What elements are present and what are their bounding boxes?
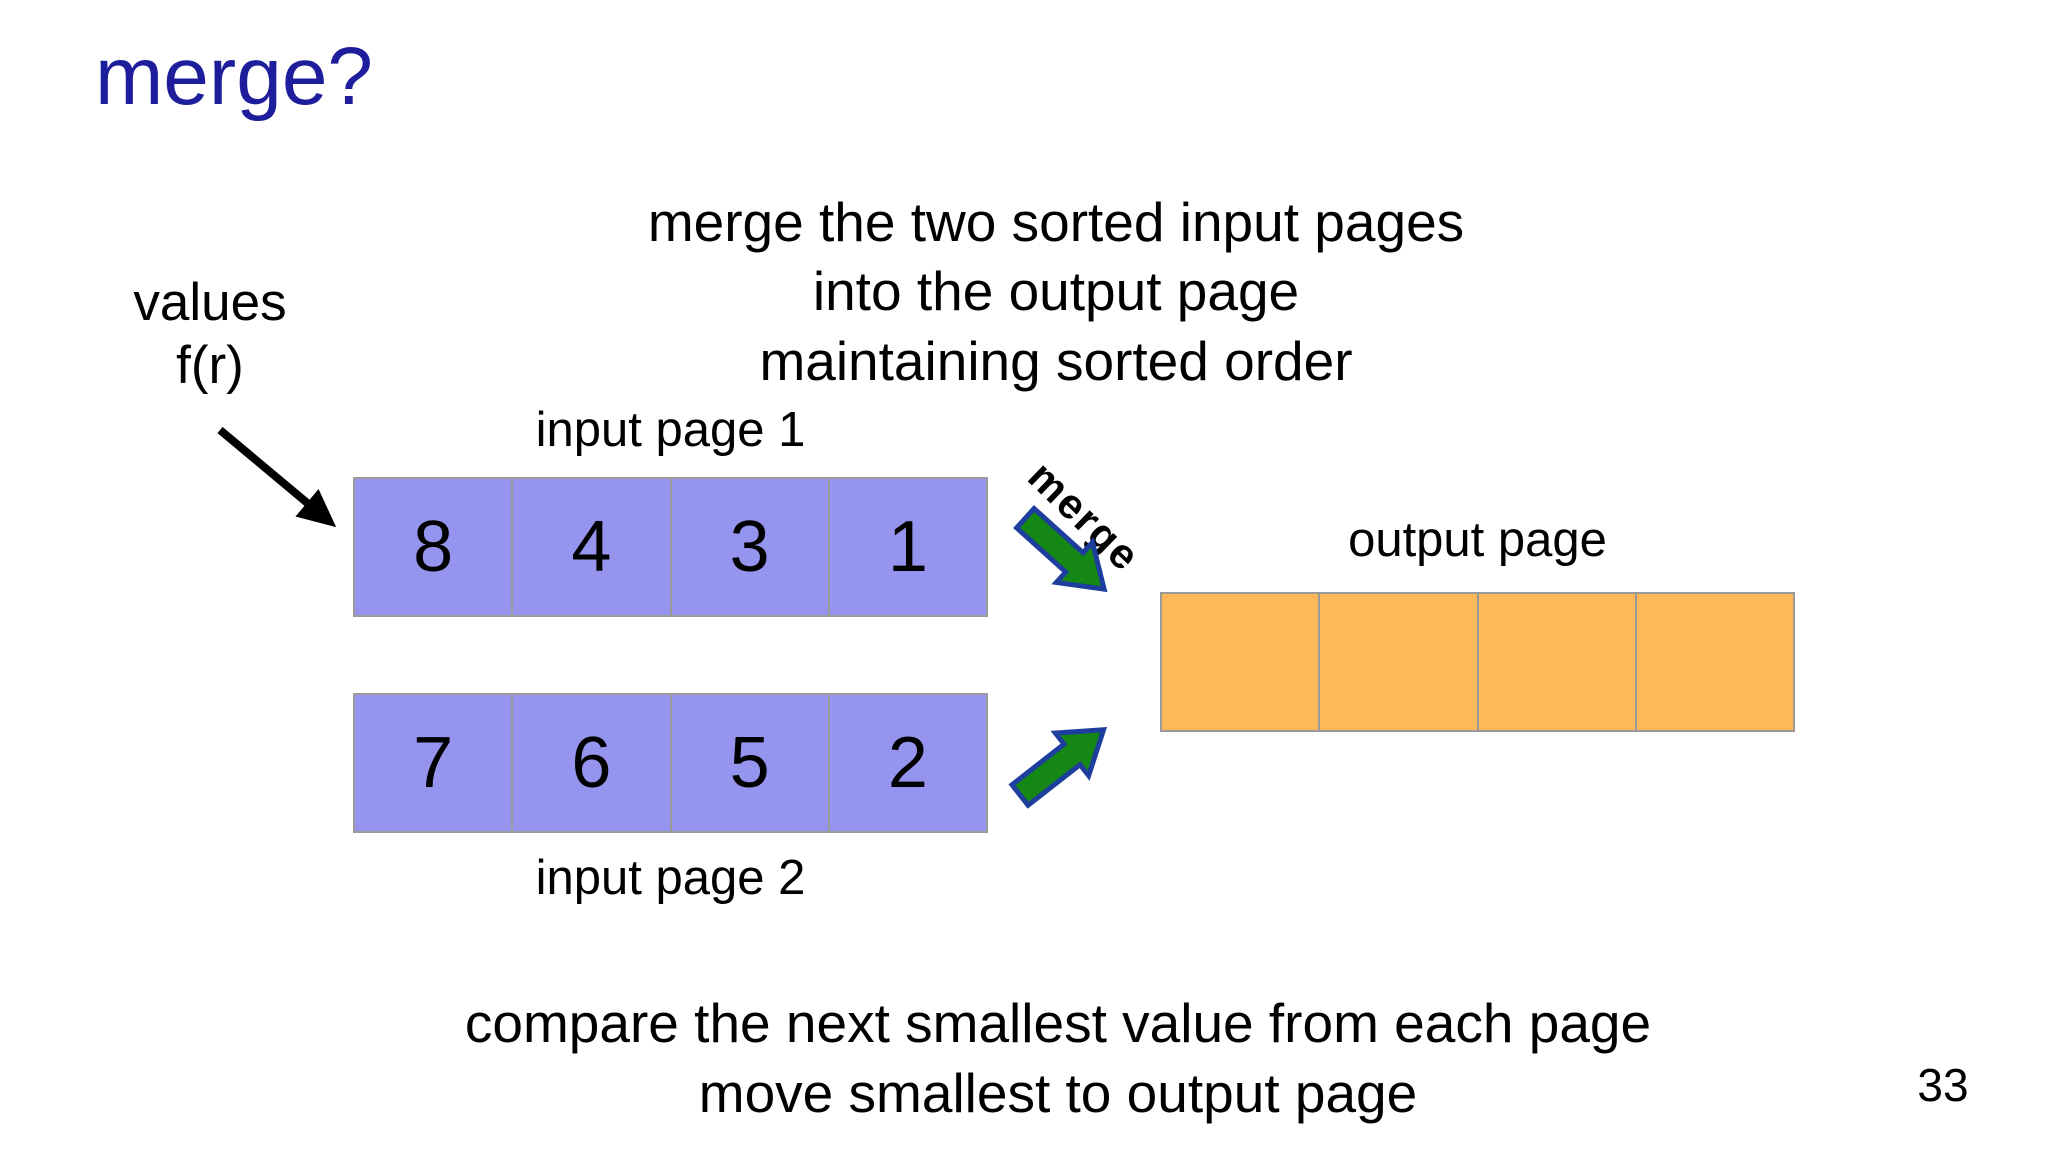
input2-cell-3: 2	[827, 693, 988, 833]
input1-cell-2: 3	[669, 477, 830, 617]
merge-arrow-bottom	[1008, 727, 1108, 809]
input2-cell-1: 6	[511, 693, 672, 833]
description-line-2: into the output page	[812, 260, 1300, 323]
output-cell-0	[1160, 592, 1321, 732]
output-page-row	[1160, 592, 1795, 732]
input2-cell-2: 5	[669, 693, 830, 833]
input-page-1-row: 8 4 3 1	[353, 477, 988, 617]
input-page-2-label: input page 2	[535, 851, 806, 905]
values-label: values	[133, 273, 287, 332]
input-page-2-row: 7 6 5 2	[353, 693, 988, 833]
description-text: merge the two sorted input pages into th…	[506, 188, 1606, 396]
values-annotation-arrow	[217, 426, 337, 528]
output-cell-2	[1476, 592, 1637, 732]
output-page-label: output page	[1348, 513, 1607, 567]
footer-text: compare the next smallest value from eac…	[454, 988, 1662, 1129]
input2-cell-0: 7	[353, 693, 514, 833]
output-cell-1	[1318, 592, 1479, 732]
values-pointer-label: values f(r)	[100, 272, 320, 397]
slide-title: merge?	[95, 31, 374, 122]
input1-cell-0: 8	[353, 477, 514, 617]
description-line-1: merge the two sorted input pages	[647, 191, 1465, 253]
footer-line-2: move smallest to output page	[698, 1062, 1418, 1125]
fr-label: f(r)	[176, 335, 244, 395]
input1-cell-3: 1	[827, 477, 988, 617]
merge-arrow-label: merge	[1019, 452, 1150, 581]
input1-cell-1: 4	[511, 477, 672, 617]
description-line-3: maintaining sorted order	[759, 329, 1353, 392]
input-page-1-label: input page 1	[535, 403, 806, 457]
page-number: 33	[1917, 1059, 1969, 1111]
footer-line-1: compare the next smallest value from eac…	[464, 992, 1652, 1054]
output-cell-3	[1634, 592, 1795, 732]
